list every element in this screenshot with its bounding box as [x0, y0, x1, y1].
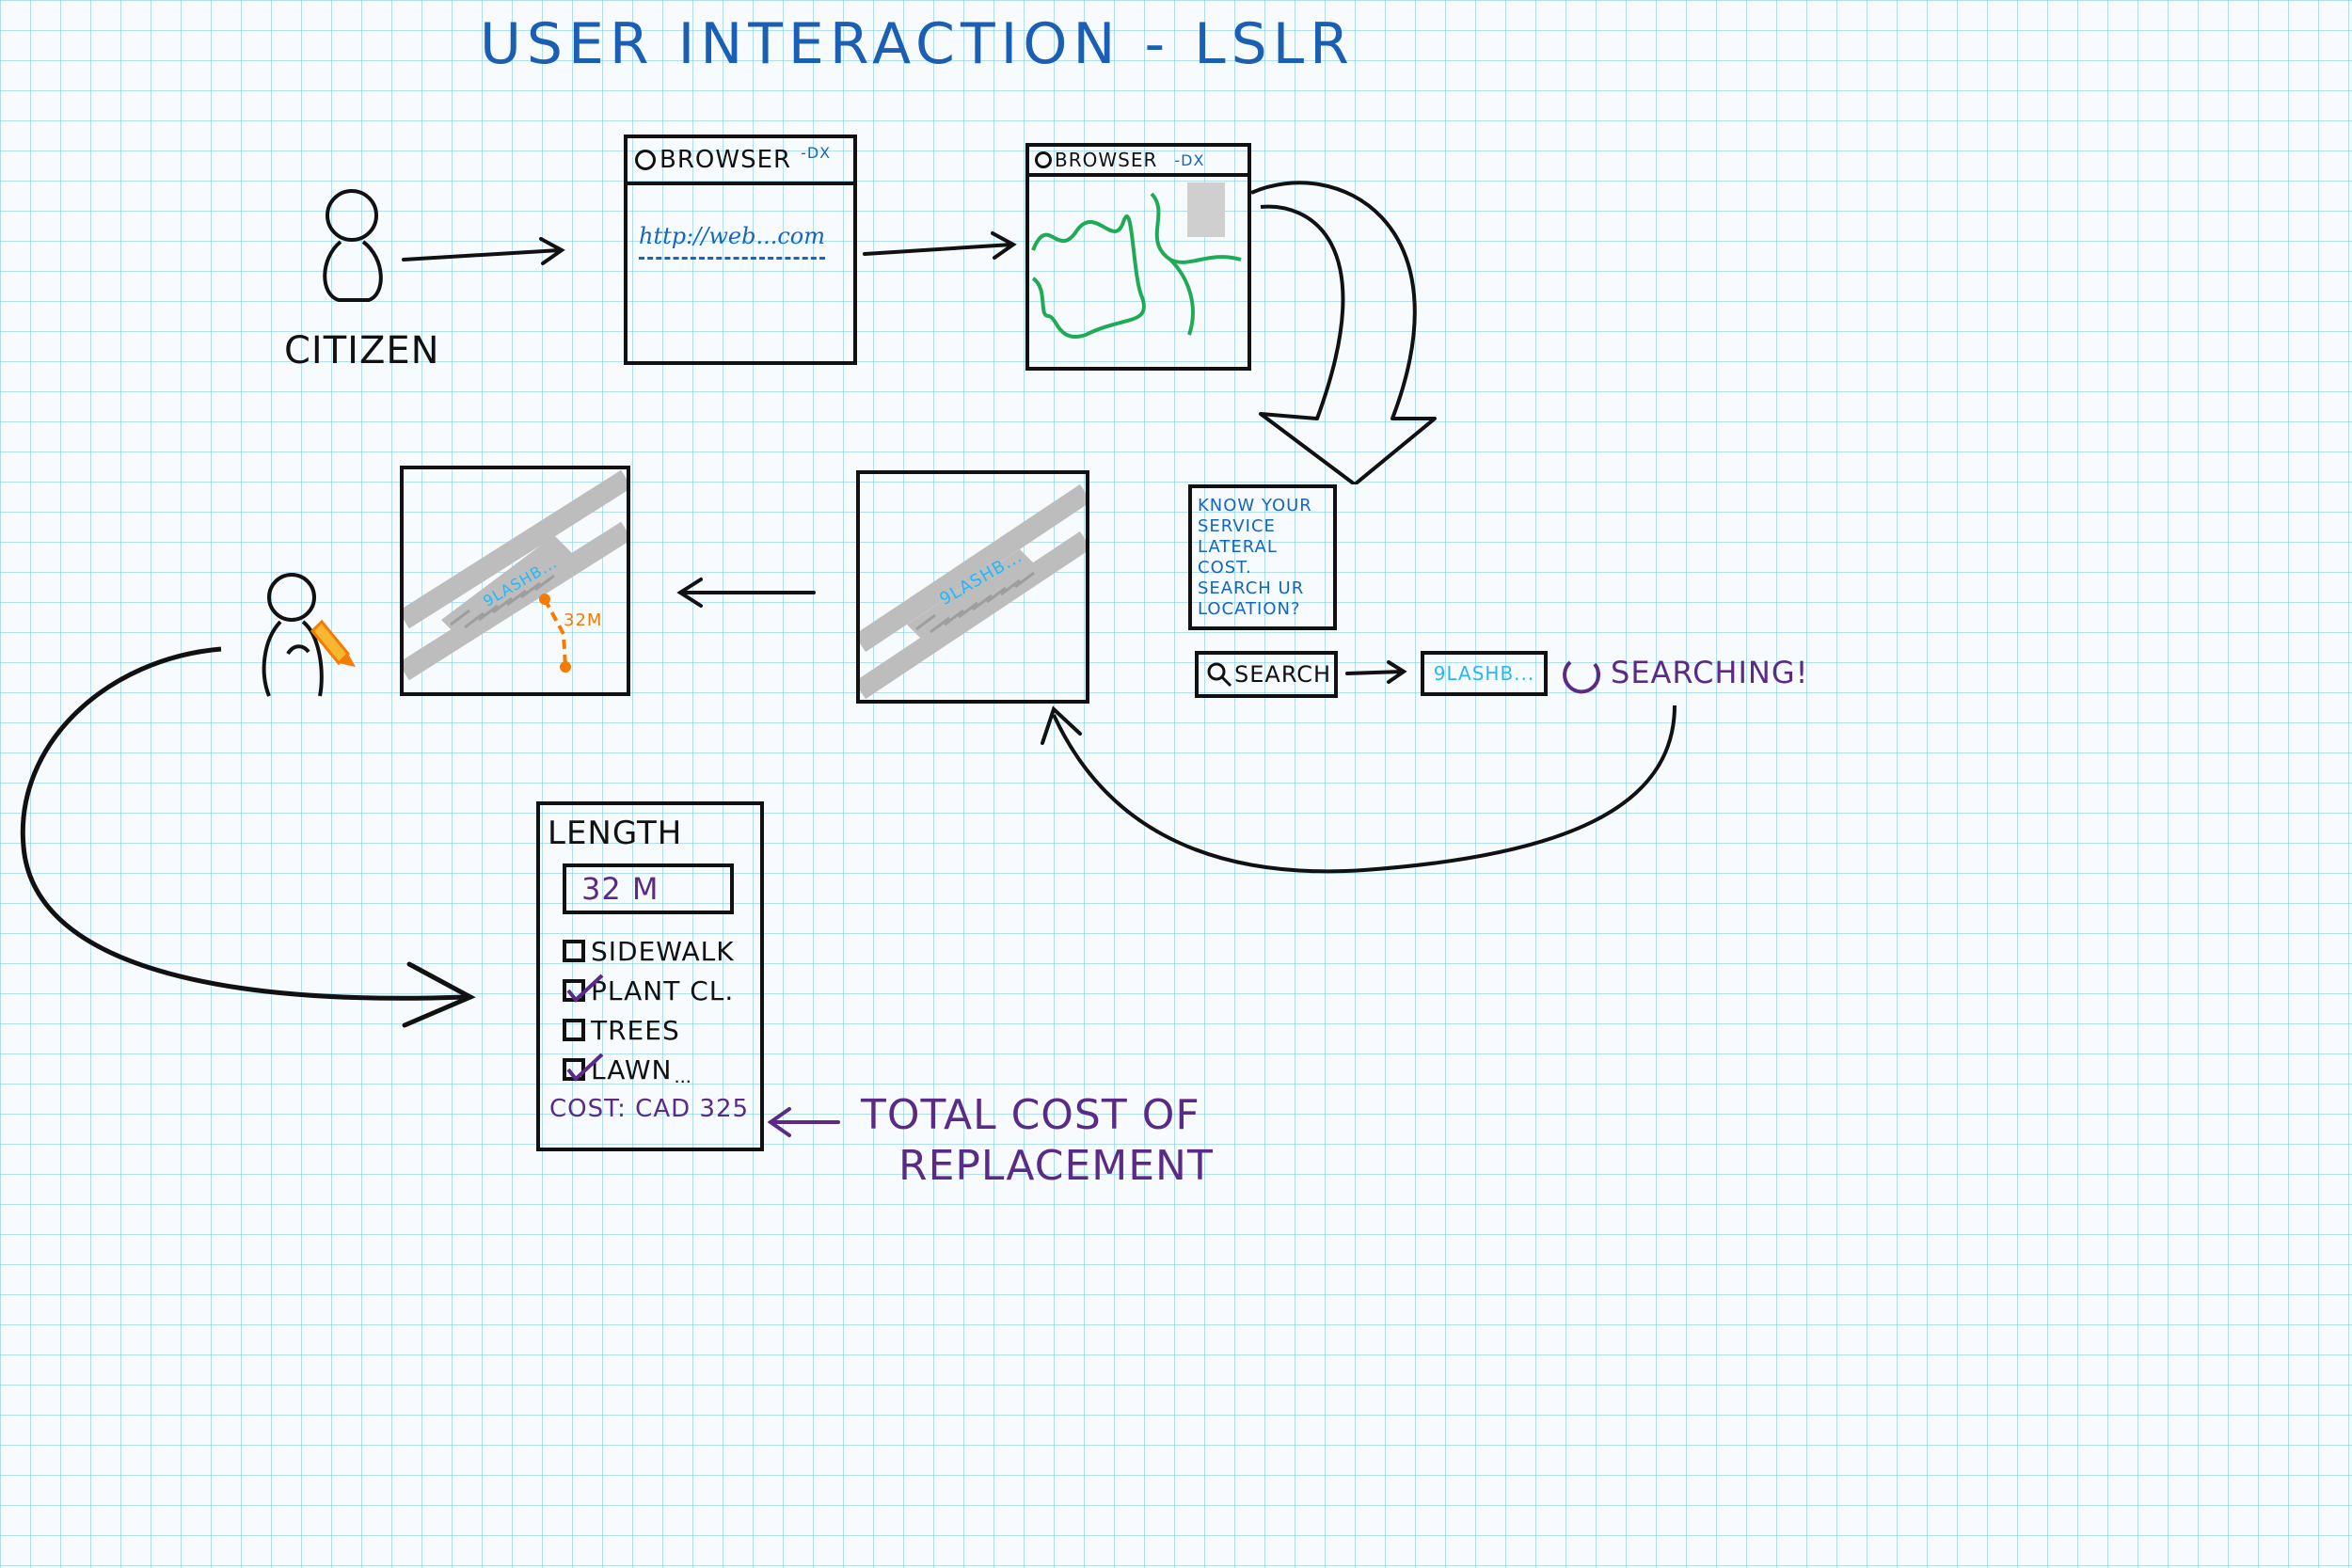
arrow-right-icon: [1345, 660, 1407, 684]
cost-total: COST: CAD 325: [549, 1095, 750, 1123]
window-circle-icon: [1035, 151, 1052, 168]
window-circle-icon: [635, 150, 656, 170]
user-with-pencil-icon: [262, 573, 356, 697]
info-line: LATERAL: [1198, 537, 1278, 557]
arrow-right-icon: [402, 237, 565, 265]
map-measure[interactable]: [404, 469, 627, 692]
distance-label: 32m: [564, 610, 603, 630]
browser-title: BROWSER: [660, 146, 792, 174]
searching-status: SEARCHING!: [1611, 655, 1809, 690]
map-result[interactable]: [860, 474, 1086, 700]
length-label: LENGTH: [548, 815, 683, 852]
curved-arrow-back-icon: [1041, 705, 1677, 874]
info-line: LOCATION?: [1198, 599, 1301, 619]
browser-titlebar: BROWSER -DX: [1029, 147, 1248, 177]
option-row[interactable]: PLANT CL.: [563, 971, 753, 1010]
annotation-line-2: REPLACEMENT: [898, 1142, 1214, 1190]
map-result-frame: 9LASHB...: [856, 470, 1089, 704]
checkbox-checked[interactable]: [563, 1053, 604, 1082]
arrow-right-icon: [863, 231, 1017, 260]
loading-spinner-icon: [1563, 660, 1600, 694]
option-label: PLANT CL.: [591, 974, 735, 1006]
browser-title: BROWSER: [1055, 149, 1158, 171]
browser-window-map: BROWSER -DX: [1025, 143, 1251, 371]
curved-arrow-right-icon: [20, 646, 476, 1028]
option-row[interactable]: LAWN ...: [563, 1050, 753, 1089]
info-line: SERVICE: [1198, 516, 1276, 536]
actor-label: CITIZEN: [284, 329, 440, 372]
map-area[interactable]: [1029, 175, 1248, 367]
window-controls[interactable]: -DX: [801, 143, 832, 162]
option-label: LAWN: [591, 1053, 673, 1085]
search-icon: [1207, 662, 1232, 688]
option-label: TREES: [591, 1014, 680, 1046]
search-query-field[interactable]: 9LASHB...: [1421, 651, 1548, 696]
length-input[interactable]: 32 m: [563, 863, 734, 914]
measure-end-point: [560, 661, 571, 673]
search-button-label: SEARCH: [1234, 661, 1332, 688]
arrow-left-icon: [676, 578, 816, 608]
map-sidebar-panel: [1187, 182, 1225, 237]
browser-window-url: BROWSER -DX http://web...com: [624, 135, 857, 365]
info-line: SEARCH UR: [1198, 578, 1305, 598]
checkmark-icon: [566, 974, 604, 1003]
checkbox-unchecked[interactable]: [563, 1019, 585, 1041]
search-button[interactable]: SEARCH: [1195, 651, 1338, 698]
option-row[interactable]: TREES: [563, 1010, 753, 1050]
annotation-line-1: TOTAL COST OF: [861, 1091, 1200, 1139]
cost-form-panel: LENGTH 32 m SIDEWALK PLANT CL. TREES LAW…: [536, 801, 764, 1151]
checkbox-checked[interactable]: [563, 974, 604, 1003]
citizen-person-icon: [323, 189, 383, 302]
arrow-left-icon: [767, 1107, 840, 1137]
map-measure-frame: 9LASHB... 32m: [400, 466, 630, 696]
browser-titlebar: BROWSER -DX: [628, 138, 853, 185]
search-query-text: 9LASHB...: [1433, 662, 1535, 685]
page-title: USER INTERACTION - LSLR: [480, 11, 1355, 77]
info-line: COST.: [1198, 558, 1252, 578]
option-row[interactable]: SIDEWALK: [563, 931, 753, 971]
checkmark-icon: [566, 1053, 604, 1082]
window-controls[interactable]: -DX: [1174, 150, 1205, 169]
checkbox-unchecked[interactable]: [563, 940, 585, 962]
info-panel: KNOW YOUR SERVICE LATERAL COST. SEARCH U…: [1188, 484, 1337, 630]
length-value: 32 m: [581, 871, 660, 907]
option-label: SIDEWALK: [591, 935, 735, 967]
info-line: KNOW YOUR: [1198, 496, 1312, 515]
more-options: ...: [674, 1064, 691, 1087]
url-text[interactable]: http://web...com: [639, 223, 826, 260]
curved-arrow-down-icon: [1250, 181, 1437, 484]
